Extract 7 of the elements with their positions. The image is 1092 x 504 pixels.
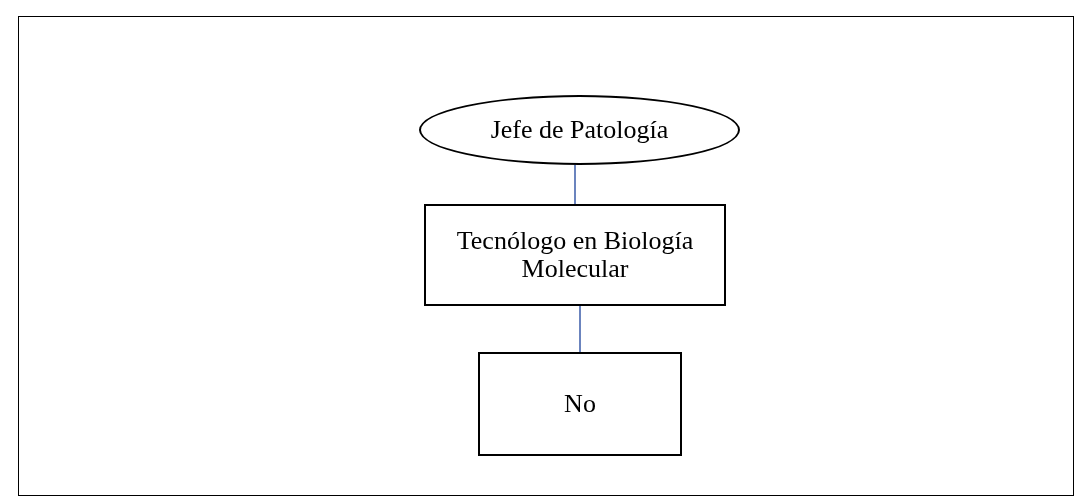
process-box [478, 352, 682, 456]
node-label: Jefe de Patología [489, 116, 670, 144]
node-label: Tecnólogo en Biología Molecular [455, 227, 695, 283]
process-box [424, 204, 726, 306]
connector-line [574, 164, 576, 205]
connector-line [579, 305, 581, 353]
node-label: No [563, 390, 597, 418]
